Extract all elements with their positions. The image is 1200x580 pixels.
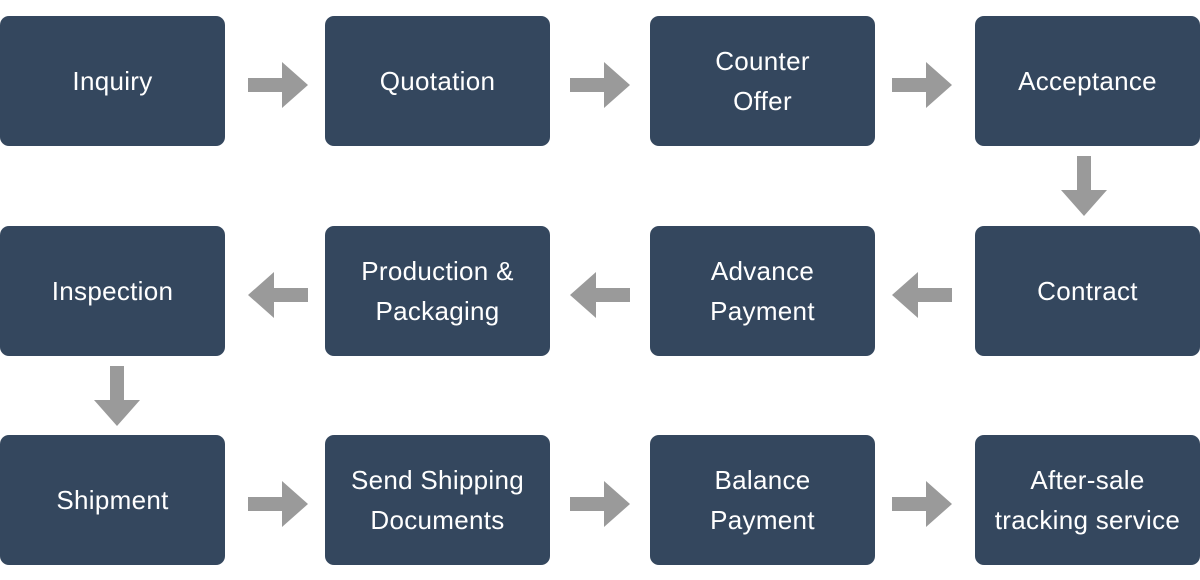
step-send-shipping-documents: Send Shipping Documents [325, 435, 550, 565]
step-balance-payment: Balance Payment [650, 435, 875, 565]
step-label: Shipment [56, 485, 169, 515]
step-contract: Contract [975, 226, 1200, 356]
step-counter-offer: Counter Offer [650, 16, 875, 146]
step-quotation: Quotation [325, 16, 550, 146]
step-label: Contract [1037, 276, 1138, 306]
step-label: Send Shipping Documents [350, 465, 525, 535]
step-inspection: Inspection [0, 226, 225, 356]
step-shipment: Shipment [0, 435, 225, 565]
step-label: Acceptance [1018, 66, 1157, 96]
step-label: Inspection [51, 276, 174, 306]
step-label: Balance Payment [710, 465, 815, 535]
arrow-right-icon [248, 62, 308, 108]
arrow-left-icon [570, 272, 630, 318]
step-label: Production & Packaging [361, 256, 514, 326]
step-acceptance: Acceptance [975, 16, 1200, 146]
step-label: Quotation [379, 66, 496, 96]
step-label: Inquiry [72, 66, 153, 96]
arrow-right-icon [892, 481, 952, 527]
arrow-down-icon [94, 366, 140, 426]
step-label: Counter Offer [715, 46, 810, 116]
step-label: Advance Payment [710, 256, 815, 326]
step-production-packaging: Production & Packaging [325, 226, 550, 356]
arrow-left-icon [248, 272, 308, 318]
arrow-left-icon [892, 272, 952, 318]
step-label: After-sale tracking service [994, 465, 1181, 535]
step-after-sale-tracking-service: After-sale tracking service [975, 435, 1200, 565]
arrow-down-icon [1061, 156, 1107, 216]
arrow-right-icon [570, 481, 630, 527]
arrow-right-icon [248, 481, 308, 527]
arrow-right-icon [570, 62, 630, 108]
arrow-right-icon [892, 62, 952, 108]
step-advance-payment: Advance Payment [650, 226, 875, 356]
step-inquiry: Inquiry [0, 16, 225, 146]
